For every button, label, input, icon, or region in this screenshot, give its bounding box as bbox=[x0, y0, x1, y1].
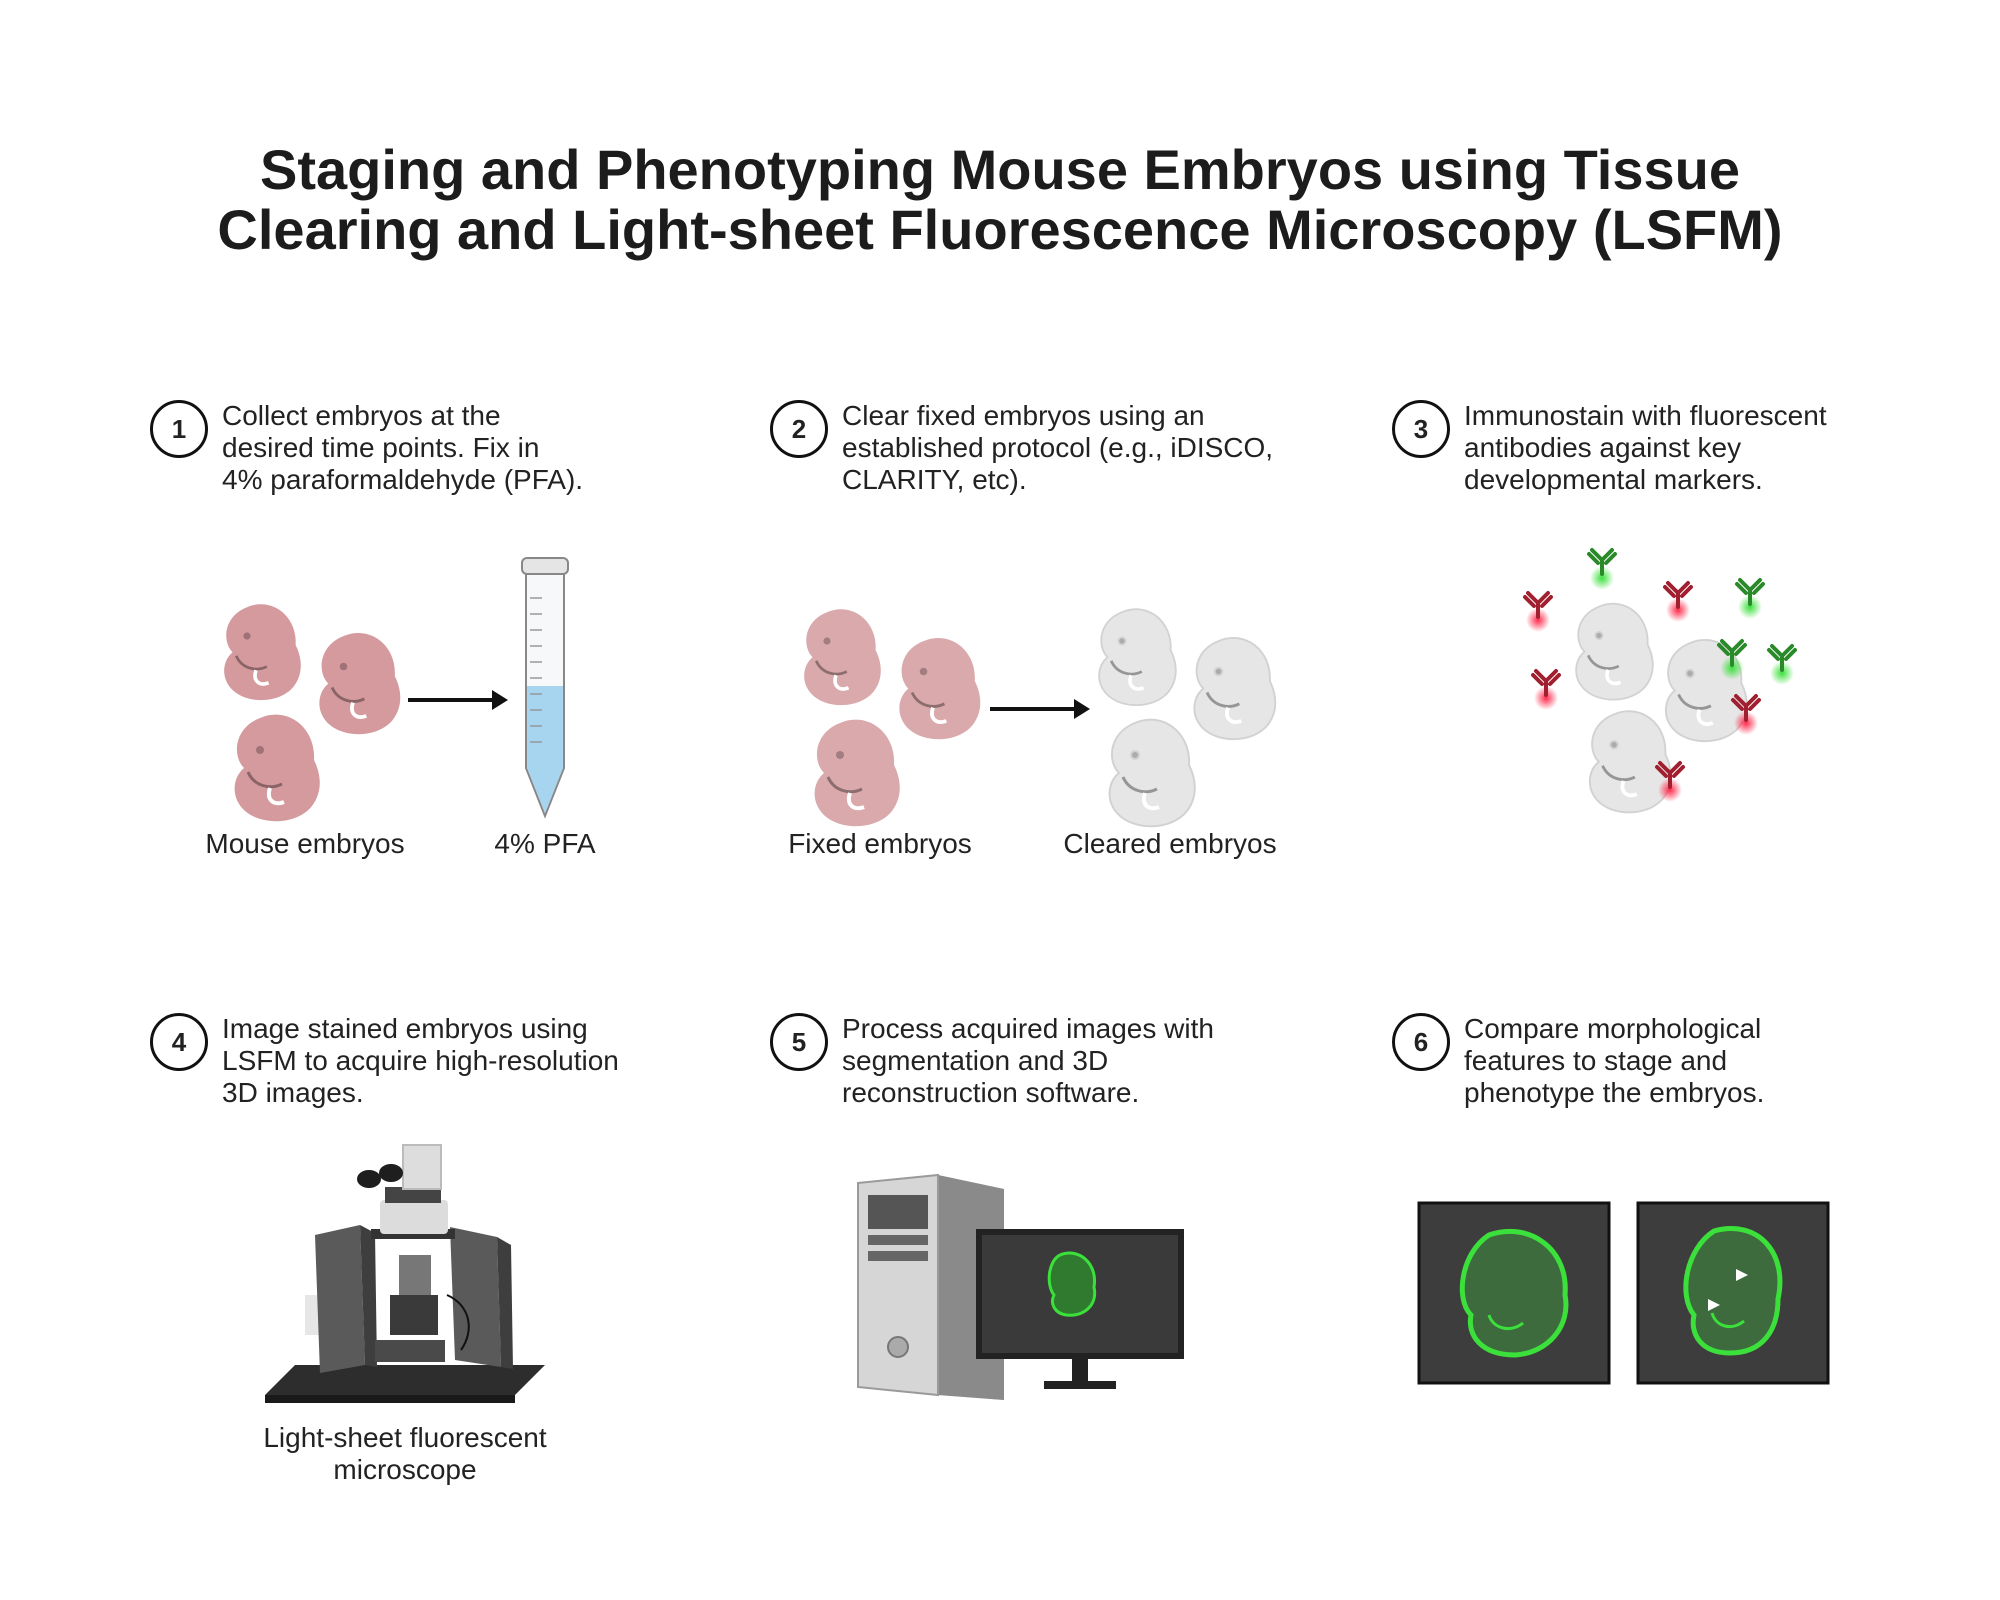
step-1-line-1: Collect embryos at the bbox=[222, 400, 501, 431]
step-6-line-1: Compare morphological bbox=[1464, 1013, 1762, 1044]
caption-microscope-line-1: Light-sheet fluorescent bbox=[263, 1422, 547, 1453]
caption-microscope-line-2: microscope bbox=[333, 1454, 477, 1485]
step-2-line-2: established protocol (e.g., iDISCO, bbox=[842, 432, 1274, 463]
step-number-1: 1 bbox=[150, 400, 208, 458]
step-4-line-3: 3D images. bbox=[222, 1077, 364, 1108]
step-3-line-1: Immunostain with fluorescent bbox=[1464, 400, 1827, 431]
caption-cleared-embryos: Cleared embryos bbox=[1063, 828, 1277, 859]
step-1-line-3: 4% paraformaldehyde (PFA). bbox=[222, 464, 584, 495]
title-line-2: Clearing and Light-sheet Fluorescence Mi… bbox=[217, 198, 1783, 261]
caption-microscope: Light-sheet fluorescent microscope bbox=[230, 1422, 580, 1486]
step-number-2: 2 bbox=[770, 400, 828, 458]
step-6-line-3: phenotype the embryos. bbox=[1464, 1077, 1765, 1108]
step-3-text: Immunostain with fluorescent antibodies … bbox=[1464, 400, 1944, 496]
step-1-text: Collect embryos at the desired time poin… bbox=[222, 400, 702, 496]
step-2-text: Clear fixed embryos using an established… bbox=[842, 400, 1322, 496]
page-title: Staging and Phenotyping Mouse Embryos us… bbox=[0, 140, 2000, 260]
caption-mouse-embryos: Mouse embryos bbox=[205, 828, 405, 859]
title-line-1: Staging and Phenotyping Mouse Embryos us… bbox=[259, 138, 1741, 201]
step-2-line-1: Clear fixed embryos using an bbox=[842, 400, 1205, 431]
arrow-icon bbox=[990, 699, 1090, 719]
caption-fixed-embryos: Fixed embryos bbox=[788, 828, 972, 859]
step-6-line-2: features to stage and bbox=[1464, 1045, 1728, 1076]
step-5-line-1: Process acquired images with bbox=[842, 1013, 1214, 1044]
step-1-line-2: desired time points. Fix in bbox=[222, 432, 540, 463]
step-2-line-3: CLARITY, etc). bbox=[842, 464, 1027, 495]
lsfm-image-panel-1 bbox=[1417, 1201, 1611, 1385]
step-4-text: Image stained embryos using LSFM to acqu… bbox=[222, 1013, 702, 1109]
step-number-4: 4 bbox=[150, 1013, 208, 1071]
lsfm-image-panel-2 bbox=[1636, 1201, 1830, 1385]
arrow-icon bbox=[408, 690, 508, 710]
cleared-embryos-illustration bbox=[1097, 607, 1278, 829]
step-5-text: Process acquired images with segmentatio… bbox=[842, 1013, 1322, 1109]
microscope-icon bbox=[265, 1144, 545, 1403]
caption-pfa: 4% PFA bbox=[494, 828, 596, 859]
step-5-line-3: reconstruction software. bbox=[842, 1077, 1140, 1108]
immunostained-embryos-illustration bbox=[1523, 548, 1797, 815]
step-number-5: 5 bbox=[770, 1013, 828, 1071]
fixed-embryos-illustration bbox=[802, 607, 983, 829]
arrowhead-marker-icon bbox=[1708, 1299, 1720, 1311]
step-4-line-1: Image stained embryos using bbox=[222, 1013, 588, 1044]
computer-workstation-icon bbox=[857, 1173, 1184, 1400]
step-6-text: Compare morphological features to stage … bbox=[1464, 1013, 1944, 1109]
pfa-tube-icon bbox=[521, 557, 569, 819]
arrowhead-marker-icon bbox=[1736, 1269, 1748, 1281]
step-5-line-2: segmentation and 3D bbox=[842, 1045, 1109, 1076]
mouse-embryos-illustration bbox=[222, 602, 403, 824]
step-number-3: 3 bbox=[1392, 400, 1450, 458]
step-3-line-3: developmental markers. bbox=[1464, 464, 1763, 495]
step-number-6: 6 bbox=[1392, 1013, 1450, 1071]
step-3-line-2: antibodies against key bbox=[1464, 432, 1742, 463]
step-4-line-2: LSFM to acquire high-resolution bbox=[222, 1045, 619, 1076]
